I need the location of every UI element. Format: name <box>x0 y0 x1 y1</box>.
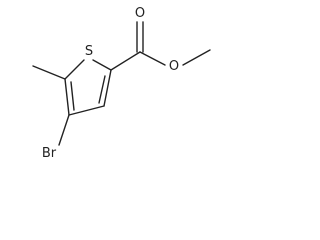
bond-ester-o-methyl <box>182 49 211 66</box>
bond-c4-c5-inner <box>70 81 75 111</box>
chemical-structure-diagram: S O O Br <box>32 6 211 161</box>
bond-c3-c4 <box>68 105 105 116</box>
bromine-label: Br <box>42 146 57 161</box>
bond-c5-methyl <box>32 65 66 80</box>
bond-carbonyl-ester-o <box>139 51 166 66</box>
bond-c2-c3 <box>103 69 112 107</box>
bond-s-c2 <box>92 59 112 71</box>
carbonyl-oxygen-label: O <box>135 6 145 21</box>
bond-c4-c5 <box>64 78 70 116</box>
bond-c5-s <box>64 59 85 80</box>
structure-canvas: S O O Br <box>0 0 214 162</box>
ester-oxygen-label: O <box>169 59 179 74</box>
bond-c2-c3-inner <box>98 75 106 104</box>
bond-c2-carbonyl <box>110 51 141 71</box>
sulfur-label: S <box>85 44 93 59</box>
bond-c4-br <box>58 114 70 146</box>
